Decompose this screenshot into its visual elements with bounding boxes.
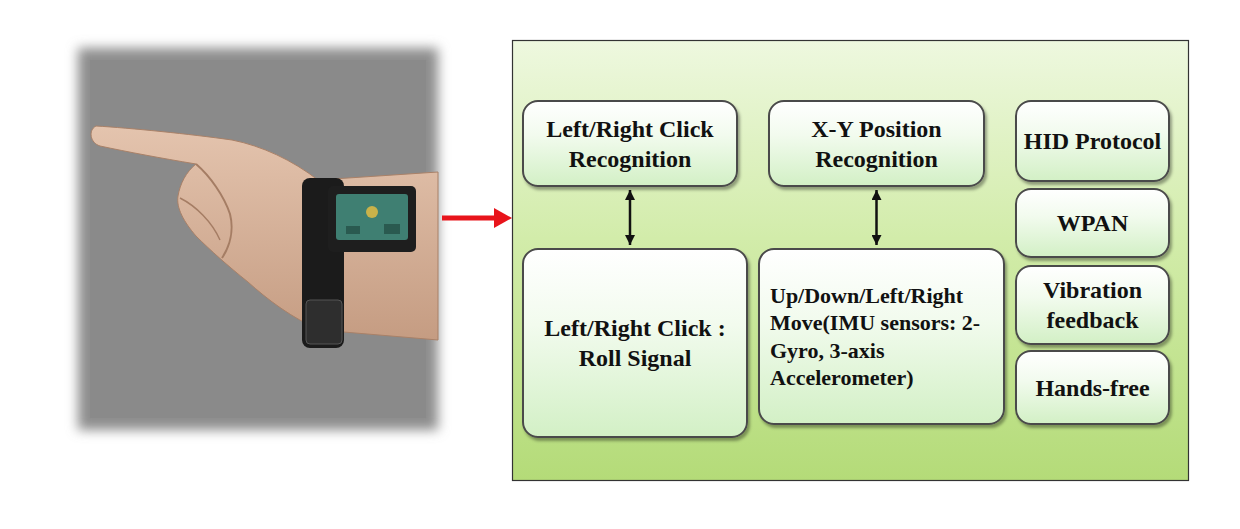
sensor-box: Up/Down/Left/Right Move(IMU sensors: 2-G… <box>758 248 1005 425</box>
board-component <box>366 206 378 218</box>
recognition-box: X-Y Position Recognition <box>768 100 985 187</box>
pointer-arrowhead <box>494 208 512 228</box>
finger-fold <box>196 164 232 258</box>
circuit-board <box>336 194 408 240</box>
photo-background <box>78 48 438 430</box>
box-label: Left/Right Click : Roll Signal <box>544 313 726 373</box>
hand-figure <box>91 126 438 340</box>
board-component <box>346 226 360 234</box>
recognition-box: Left/Right Click Recognition <box>522 100 738 187</box>
signal-box: Left/Right Click : Roll Signal <box>522 248 748 438</box>
double-arrow <box>629 190 632 245</box>
box-label: Left/Right Click Recognition <box>532 114 728 174</box>
feature-box: Vibration feedback <box>1015 265 1170 345</box>
board-component <box>384 224 400 234</box>
finger-fold <box>180 198 220 240</box>
feature-box: HID Protocol <box>1015 100 1170 182</box>
wrist-device <box>328 186 416 252</box>
strap-buckle <box>306 300 342 344</box>
box-label: Hands-free <box>1021 373 1164 403</box>
feature-box: WPAN <box>1015 188 1170 258</box>
feature-box: Hands-free <box>1015 350 1170 425</box>
box-label: Vibration feedback <box>1021 275 1164 335</box>
box-label: HID Protocol <box>1021 126 1164 156</box>
double-arrow <box>875 190 878 245</box>
feature-panel <box>513 41 1189 481</box>
pointer-arrow <box>442 216 496 221</box>
box-label: X-Y Position Recognition <box>778 114 975 174</box>
box-label: WPAN <box>1021 208 1164 238</box>
box-label: Up/Down/Left/Right Move(IMU sensors: 2-G… <box>770 282 993 392</box>
